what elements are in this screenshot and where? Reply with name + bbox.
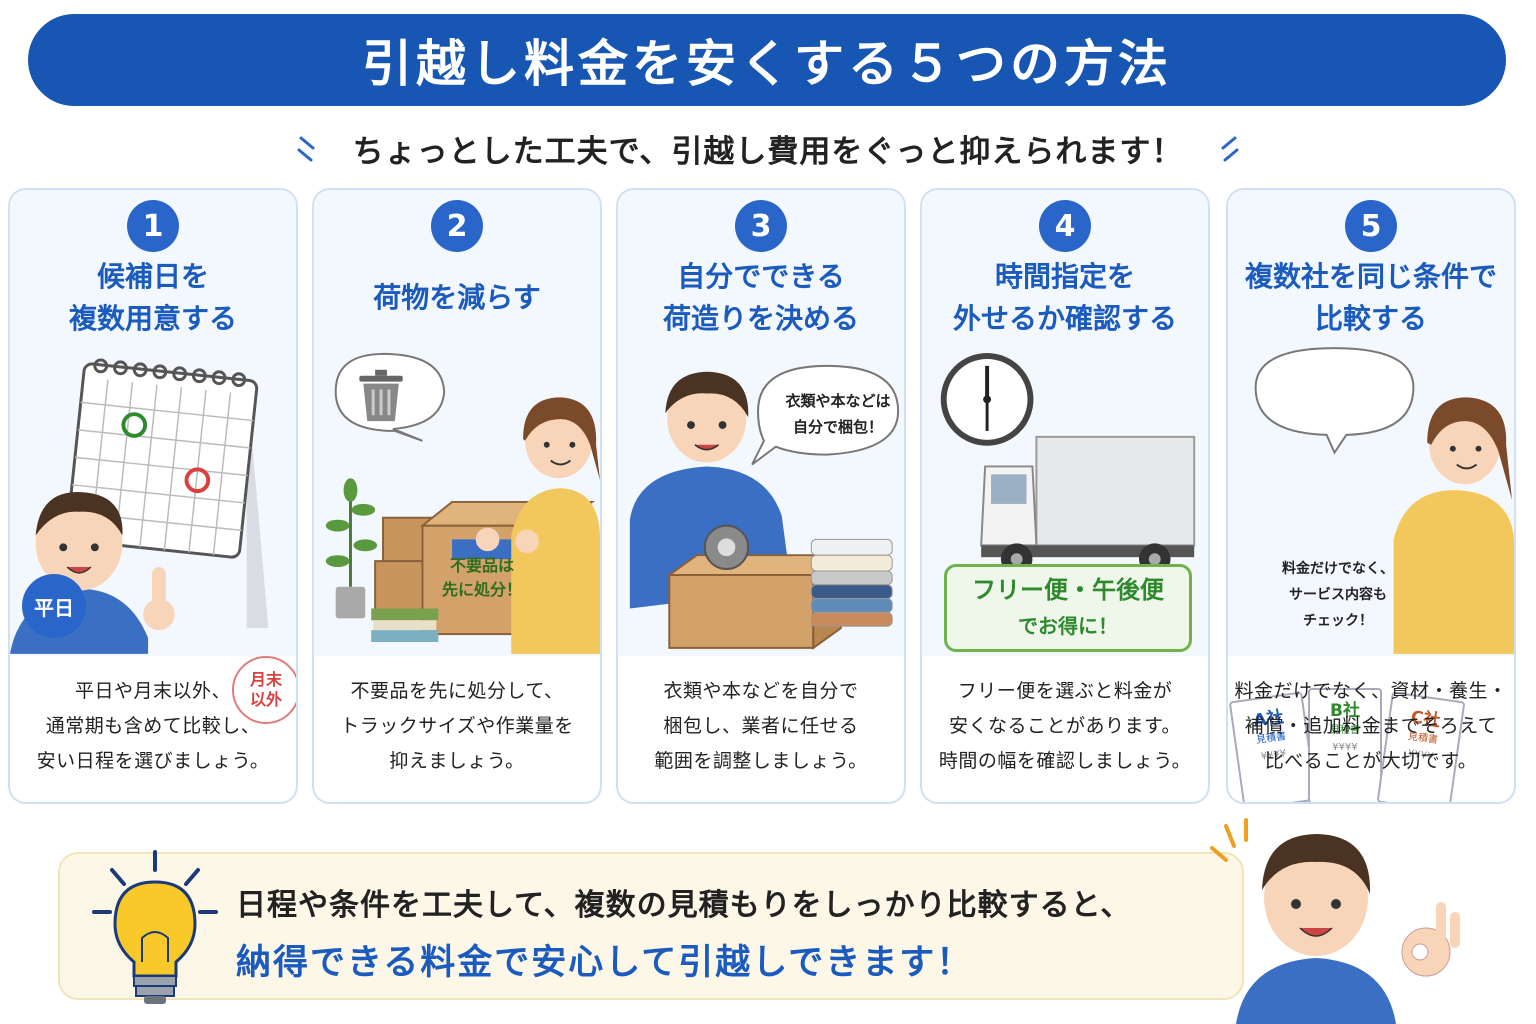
step-number-badge: 2 [431, 200, 483, 252]
card-description: 衣類や本などを自分で 梱包し、業者に任せる 範囲を調整しましょう。 [654, 679, 868, 772]
card-title-line: 複数社を同じ条件で [1244, 260, 1497, 293]
calendar-icon [65, 358, 269, 629]
card-title-line: 荷物を減らす [373, 281, 541, 314]
subtitle: ちょっとした工夫で、引越し費用をぐっと抑えられます！ [352, 133, 1184, 170]
summary-line-2: 納得できる料金で安心して引越しできます！ [236, 943, 974, 983]
clock-icon [940, 353, 1034, 446]
step-number-badge: 5 [1345, 200, 1397, 252]
speech-bubble: 不要品は 先に処分！ [441, 556, 522, 599]
summary-line-1: 日程や条件を工夫して、複数の見積もりをしっかり比較すると、 [236, 888, 1132, 923]
tape-icon [703, 524, 750, 570]
card-title-line: 外せるか確認する [952, 302, 1177, 335]
speech-bubble: 衣類や本などは 自分で梱包！ [785, 392, 891, 436]
card-title-line: 時間指定を [994, 260, 1135, 293]
title-banner: 引越し料金を安くする５つの方法 [28, 14, 1506, 106]
card-title-line: 自分でできる [677, 260, 845, 293]
card-title: 時間指定を 外せるか確認する [922, 258, 1208, 338]
step-number-badge: 1 [127, 200, 179, 252]
card-title: 候補日を 複数用意する [10, 258, 296, 338]
woman-holding-documents [1393, 397, 1514, 654]
step-number-badge: 3 [735, 200, 787, 252]
method-card-4: 4 時間指定を 外せるか確認する フリー便・午後便 でお得に！ フリー便を選ぶと… [920, 188, 1210, 804]
compare-quotes-illustration [1254, 347, 1514, 654]
sparkle-left-icon [297, 136, 315, 162]
card-title-line: 比較する [1314, 302, 1427, 335]
card-title-line: 荷造りを決める [662, 302, 859, 335]
decluttering-illustration [325, 353, 600, 654]
weekday-badge: 平日 [22, 574, 86, 638]
card-title-line: 候補日を [96, 260, 209, 293]
month-end-badge: 月末 以外 [232, 656, 296, 724]
sparkle-right-icon [1221, 136, 1239, 162]
plan-badge: フリー便・午後便 でお得に！ [944, 564, 1192, 652]
method-card-3: 3 自分でできる 荷造りを決める [616, 188, 906, 804]
clothes-stack-icon [810, 538, 893, 627]
man-ok-gesture [1210, 818, 1460, 1024]
method-card-1: 1 候補日を 複数用意する [8, 188, 298, 804]
speech-bubble: 料金だけでなく、 サービス内容も チェック！ [1282, 561, 1394, 629]
card-description: フリー便を選ぶと料金が 安くなることがあります。 時間の幅を確認しましょう。 [938, 679, 1192, 772]
trash-can-icon [359, 369, 403, 422]
card-title: 荷物を減らす [314, 258, 600, 338]
packing-illustration [629, 364, 900, 650]
summary-box: 日程や条件を工夫して、複数の見積もりをしっかり比較すると、 納得できる料金で安心… [58, 852, 1244, 1000]
card-title: 自分でできる 荷造りを決める [618, 258, 904, 338]
step-number-badge: 4 [1039, 200, 1091, 252]
truck-illustration [940, 353, 1196, 575]
page-title: 引越し料金を安くする５つの方法 [362, 35, 1172, 93]
card-title-line: 複数用意する [68, 302, 237, 335]
card-description: 平日や月末以外、 通常期も含めて比較し、 安い日程を選びましょう。 [36, 679, 270, 772]
method-card-2: 2 荷物を減らす [312, 188, 602, 804]
method-card-5: 5 複数社を同じ条件で 比較する 料金だけでなく、 サービス内容も チェック！ … [1226, 188, 1516, 804]
subtitle-row: ちょっとした工夫で、引越し費用をぐっと抑えられます！ [0, 120, 1536, 176]
card-title: 複数社を同じ条件で 比較する [1228, 258, 1514, 338]
quote-document-b: B社 見積書 ¥¥¥¥ [1308, 688, 1382, 802]
card-description: 不要品を先に処分して、 トラックサイズや作業量を 抑えましょう。 [340, 679, 574, 772]
light-bulb-icon [92, 850, 218, 1004]
truck-icon [980, 435, 1196, 575]
card-description: 料金だけでなく、資材・養生・ 補償・追加料金までそろえて 比べることが大切です。 [1234, 679, 1508, 772]
plant-icon [325, 478, 378, 619]
woman-packing [475, 397, 600, 654]
